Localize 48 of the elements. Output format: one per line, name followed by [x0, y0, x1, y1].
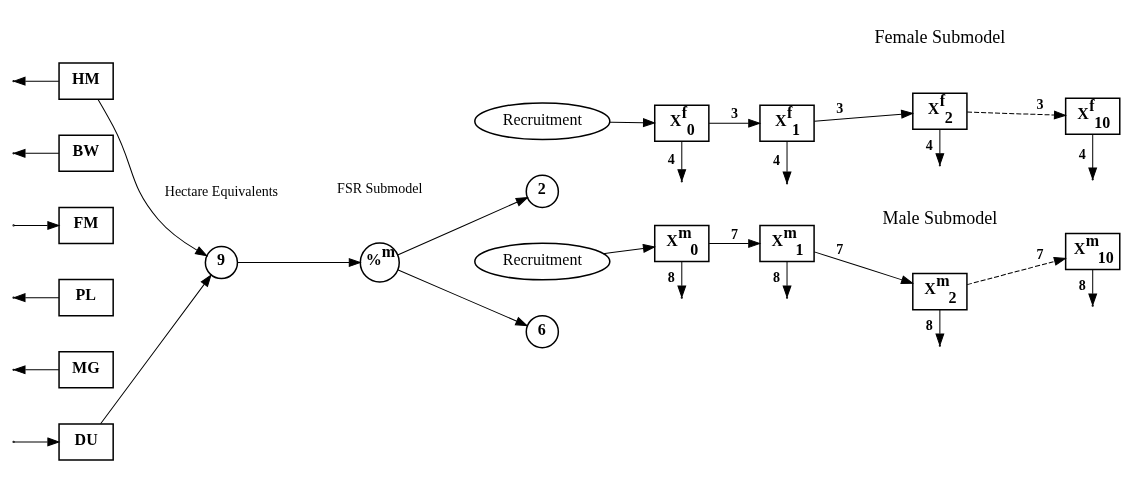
- arrow: [13, 437, 60, 446]
- edge-label: 7: [1036, 245, 1044, 262]
- node-box: PL: [58, 278, 114, 316]
- arrow: [397, 268, 528, 326]
- node-circle: 6: [525, 314, 560, 348]
- edge-label: 4: [925, 136, 933, 153]
- node-label: Hectare Equivalents: [164, 182, 279, 199]
- arrow: [237, 257, 361, 267]
- arrow: [677, 260, 687, 297]
- edge-label: 3: [836, 99, 844, 116]
- edge-label: 7: [836, 240, 844, 257]
- edge-label: 8: [667, 268, 675, 285]
- edge-label: 3: [730, 104, 738, 121]
- arrow: [813, 250, 914, 284]
- arrow: [813, 109, 914, 122]
- arrow: [708, 118, 761, 128]
- arrow: [602, 243, 655, 254]
- arrow: [100, 274, 212, 424]
- arrow: [97, 98, 208, 256]
- arrow: [397, 196, 528, 256]
- arrow: [708, 238, 761, 248]
- node-box: BW: [58, 134, 114, 172]
- node-ellipse: Recruitment: [474, 242, 611, 281]
- arrow: [1088, 268, 1098, 306]
- label: Male Submodel: [882, 207, 998, 228]
- edge-label: 3: [1036, 95, 1044, 112]
- arrow: [935, 308, 945, 346]
- edge-label: 8: [1078, 276, 1086, 293]
- node-label: FSR Submodel: [337, 179, 423, 196]
- edge-label: 7: [730, 225, 738, 242]
- edge-label: 4: [773, 151, 781, 168]
- arrow: [966, 256, 1066, 285]
- arrow: [13, 220, 60, 230]
- node-box: FM: [58, 206, 114, 244]
- arrow: [782, 260, 792, 297]
- node-circle: 9: [204, 245, 239, 279]
- node-box: DU: [58, 422, 114, 461]
- arrow: [609, 117, 655, 127]
- edge-label: 4: [667, 150, 675, 167]
- edge-label: 8: [773, 268, 781, 285]
- edge-label: 8: [925, 316, 933, 333]
- node-circle: 2: [525, 174, 560, 208]
- node-box: MG: [58, 350, 114, 389]
- label: Female Submodel: [874, 26, 1006, 47]
- edge-label: 4: [1078, 145, 1086, 162]
- node-box: HM: [58, 61, 114, 100]
- arrow: [966, 110, 1066, 119]
- node-ellipse: Recruitment: [474, 101, 611, 140]
